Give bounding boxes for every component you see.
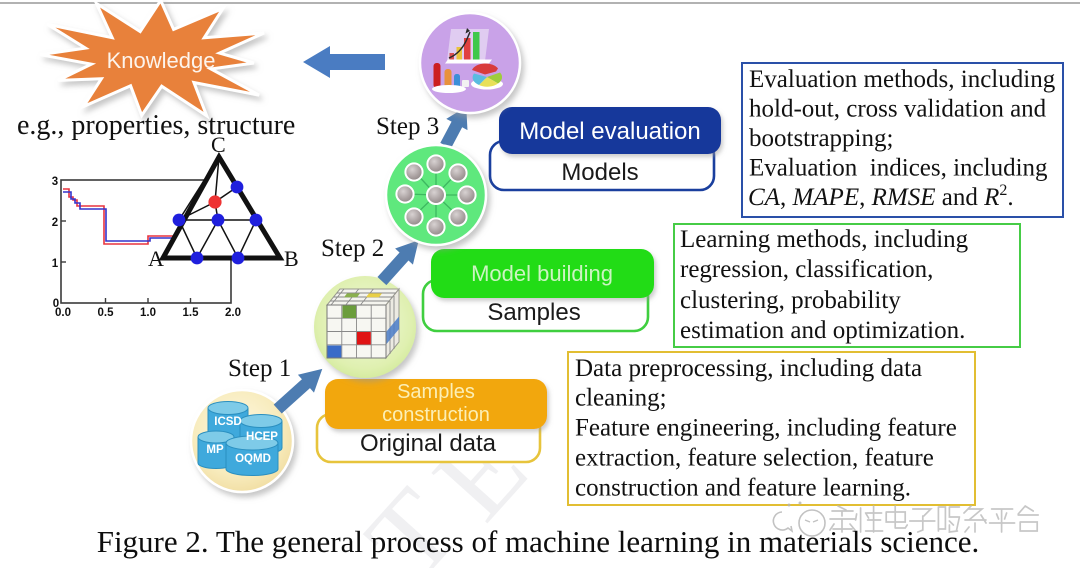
svg-text:0: 0 [53, 298, 59, 310]
svg-text:cleaning;: cleaning; [575, 385, 667, 412]
svg-text:ICSD: ICSD [214, 416, 241, 428]
svg-text:bootstrapping;: bootstrapping; [749, 125, 893, 152]
svg-text:2.0: 2.0 [225, 307, 241, 319]
svg-text:hold-out, cross validation and: hold-out, cross validation and [749, 96, 1047, 123]
svg-text:B: B [284, 246, 299, 271]
svg-text:e.g., properties, structure: e.g., properties, structure [17, 110, 295, 141]
svg-text:regression, classification,: regression, classification, [680, 256, 933, 283]
svg-text:Step 2: Step 2 [321, 235, 384, 262]
svg-text:CA, MAPE, RMSE and R2.: CA, MAPE, RMSE and R2. [748, 182, 1014, 211]
svg-text:Model evaluation: Model evaluation [519, 118, 700, 145]
svg-text:Model building: Model building [471, 261, 613, 286]
svg-text:C: C [211, 132, 226, 157]
svg-text:Evaluation indices, including: Evaluation indices, including [749, 155, 1048, 182]
svg-text:construction and feature learn: construction and feature learning. [575, 475, 911, 502]
svg-text:A: A [148, 246, 164, 271]
svg-text:Step 1: Step 1 [228, 355, 291, 382]
svg-text:OQMD: OQMD [235, 453, 271, 465]
svg-text:Knowledge: Knowledge [107, 48, 216, 73]
svg-text:Original data: Original data [360, 430, 497, 457]
svg-text:Samples: Samples [397, 381, 475, 403]
svg-text:Feature engineering, including: Feature engineering, including feature [575, 415, 957, 442]
svg-text:Evaluation methods, including: Evaluation methods, including [749, 66, 1056, 93]
svg-text:1.0: 1.0 [140, 307, 156, 319]
svg-text:estimation and optimization.: estimation and optimization. [680, 317, 965, 344]
svg-text:0.0: 0.0 [55, 307, 71, 319]
svg-text:0.5: 0.5 [98, 307, 115, 319]
svg-text:clustering, probability: clustering, probability [680, 287, 901, 314]
svg-text:construction: construction [382, 404, 490, 426]
svg-text:Step 3: Step 3 [376, 113, 439, 140]
svg-text:HCEP: HCEP [246, 431, 278, 443]
svg-text:MP: MP [206, 444, 224, 456]
svg-text:Data preprocessing, including: Data preprocessing, including data [575, 355, 922, 382]
svg-text:Samples: Samples [487, 299, 580, 326]
svg-text:Models: Models [561, 159, 638, 186]
svg-text:Learning methods, including: Learning methods, including [680, 226, 969, 253]
svg-text:Figure 2. The general process: Figure 2. The general process of machine… [97, 524, 980, 559]
svg-text:3: 3 [52, 176, 58, 188]
svg-text:extraction, feature selection,: extraction, feature selection, feature [575, 445, 934, 472]
svg-text:1: 1 [52, 258, 59, 270]
svg-text:1.5: 1.5 [183, 307, 200, 319]
svg-text:2: 2 [52, 217, 58, 229]
